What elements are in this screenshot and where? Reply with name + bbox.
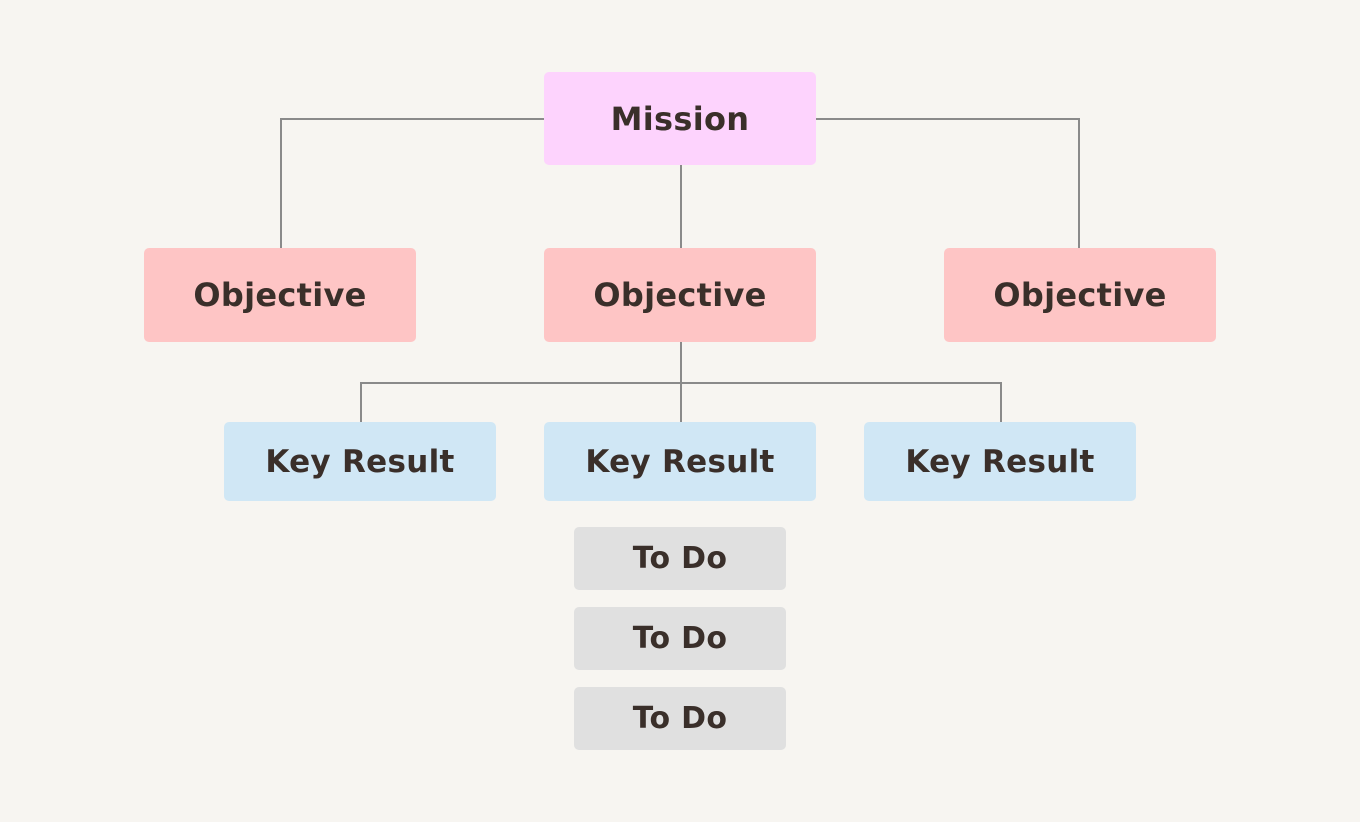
edge-objective-key-result-right xyxy=(681,382,1002,422)
edge-mission-objective-right xyxy=(816,118,1080,248)
todo-node-1: To Do xyxy=(574,527,786,590)
mission-node: Mission xyxy=(544,72,816,165)
objective-node-right: Objective xyxy=(944,248,1216,342)
objective-label: Objective xyxy=(993,276,1167,314)
objective-node-left: Objective xyxy=(144,248,416,342)
todo-label: To Do xyxy=(632,541,728,576)
objective-label: Objective xyxy=(193,276,367,314)
edge-mission-objective-left xyxy=(280,118,544,248)
key-result-label: Key Result xyxy=(905,443,1095,480)
key-result-node-right: Key Result xyxy=(864,422,1136,501)
objective-label: Objective xyxy=(593,276,767,314)
todo-node-2: To Do xyxy=(574,607,786,670)
key-result-label: Key Result xyxy=(265,443,455,480)
objective-node-center: Objective xyxy=(544,248,816,342)
key-result-label: Key Result xyxy=(585,443,775,480)
key-result-node-center: Key Result xyxy=(544,422,816,501)
todo-label: To Do xyxy=(632,621,728,656)
key-result-node-left: Key Result xyxy=(224,422,496,501)
todo-node-3: To Do xyxy=(574,687,786,750)
edge-objective-key-result-left xyxy=(360,382,681,422)
mission-label: Mission xyxy=(610,99,750,138)
todo-label: To Do xyxy=(632,701,728,736)
